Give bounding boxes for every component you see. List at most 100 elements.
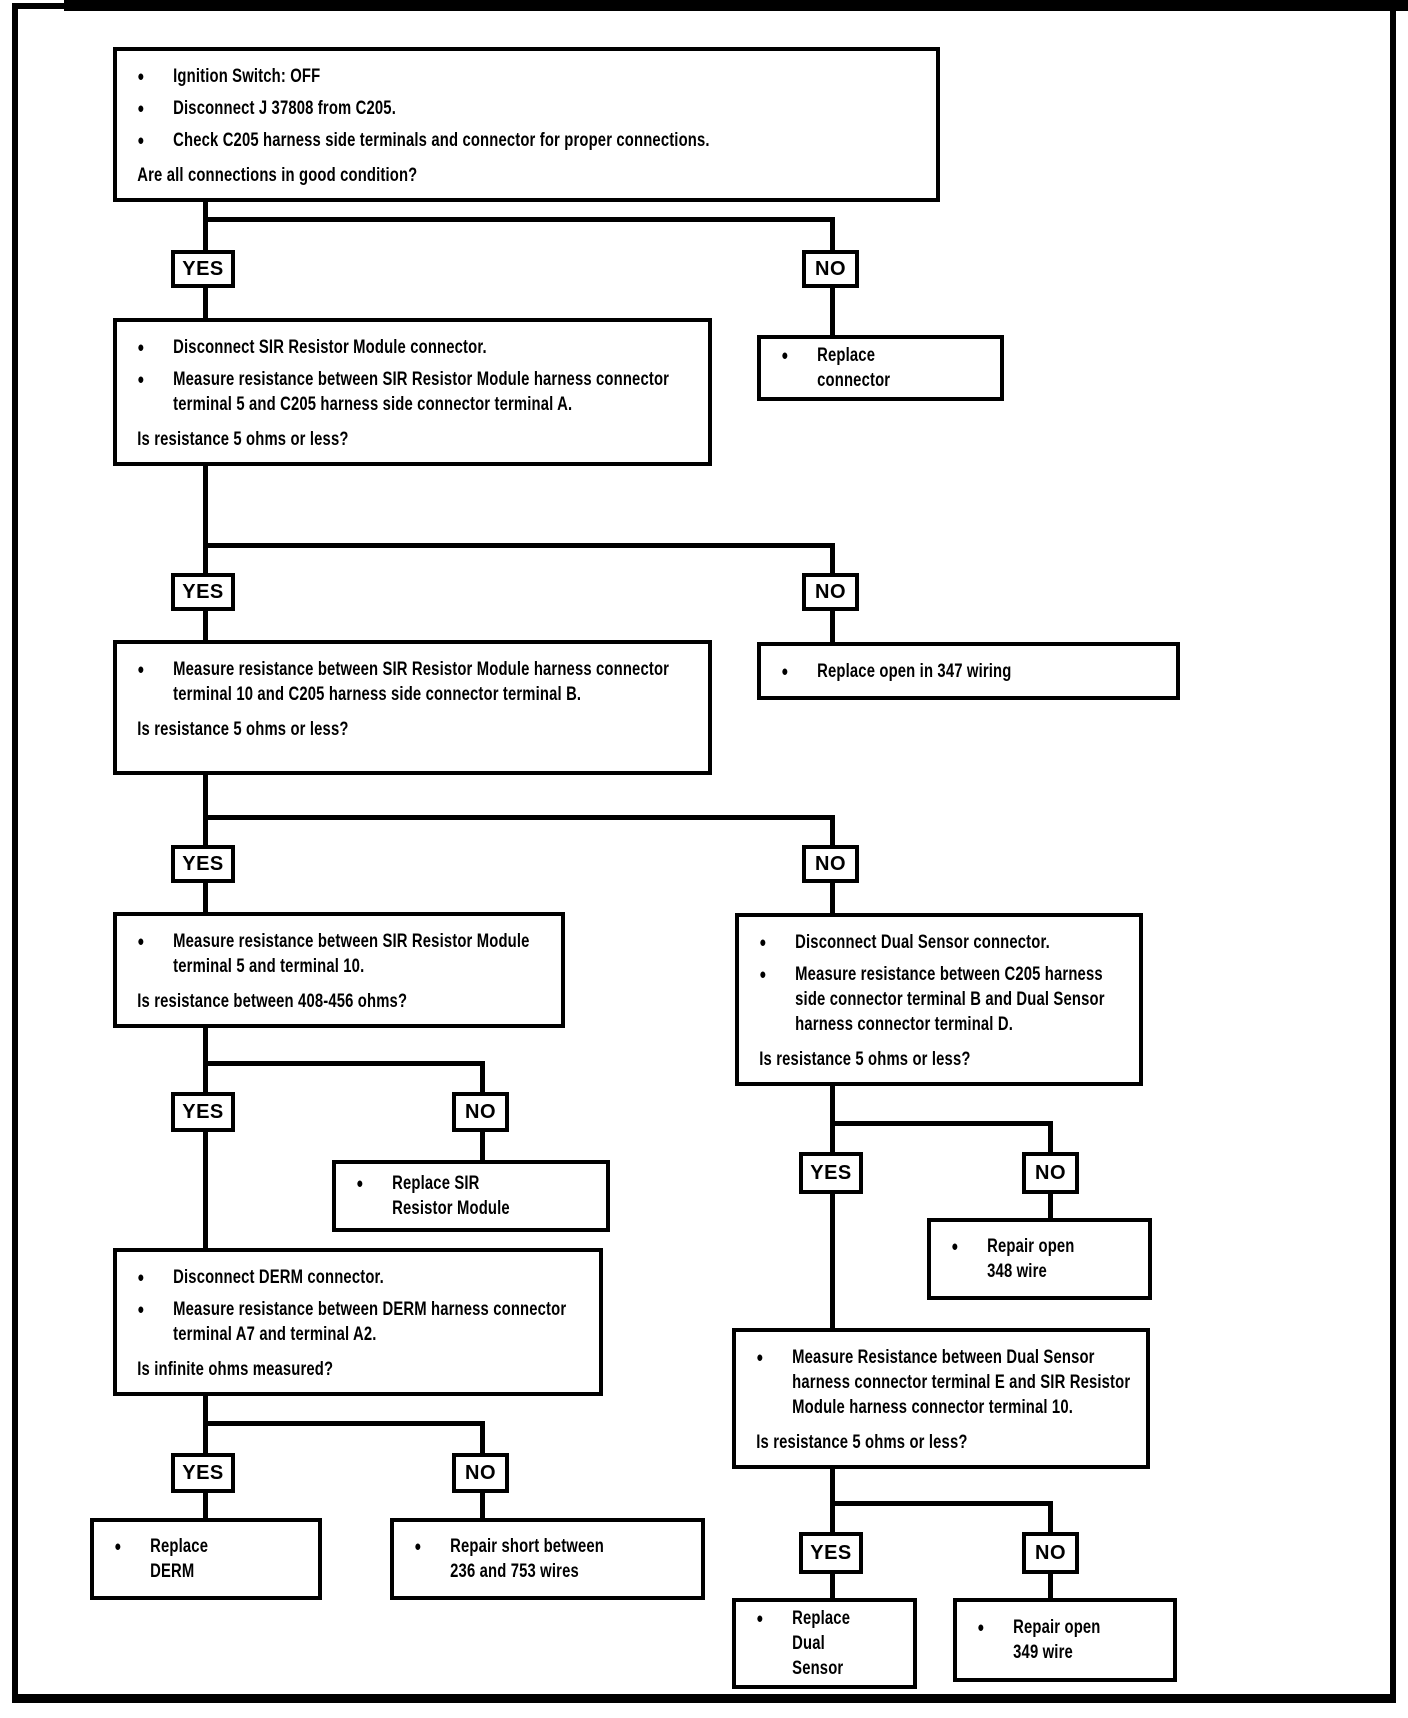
yes-branch-label-4: YES — [171, 1092, 235, 1132]
node-content: ●Repair short between 236 and 753 wires — [394, 1530, 633, 1588]
connector-line — [830, 286, 835, 337]
no-label: NO — [465, 1461, 496, 1484]
bullet-icon: ● — [137, 339, 145, 356]
connector-line — [1048, 1501, 1053, 1535]
node-repair-open-348: ●Repair open 348 wire — [927, 1218, 1152, 1300]
step-line: ●Replace connector — [781, 343, 933, 393]
connector-line — [203, 217, 835, 222]
step-line: ●Replace Dual Sensor — [756, 1606, 860, 1681]
connector-line — [830, 881, 835, 916]
step-line: ●Measure resistance between SIR Resistor… — [137, 657, 694, 707]
yes-branch-label-7: YES — [799, 1532, 863, 1574]
no-branch-label-5: NO — [452, 1453, 509, 1493]
step-line: ●Measure resistance between DERM harness… — [137, 1297, 585, 1347]
step-text: Check C205 harness side terminals and co… — [173, 130, 710, 151]
yes-label: YES — [810, 1541, 852, 1564]
bullet-icon: ● — [781, 347, 789, 364]
step-line: ● Disconnect Dual Sensor connector. — [759, 930, 1125, 955]
connector-line — [480, 1061, 485, 1095]
connector-line — [203, 815, 835, 820]
node-content: ●Repair open 349 wire — [957, 1611, 1125, 1669]
node-content: ●Replace open in 347 wiring — [761, 655, 1085, 688]
no-label: NO — [815, 852, 846, 875]
step-text: Repair open 349 wire — [1013, 1617, 1101, 1663]
node-check-dual-sensor: ●Disconnect Dual Sensor connector. ●Meas… — [735, 913, 1143, 1086]
bullet-icon: ● — [114, 1538, 122, 1555]
node-repair-open-349: ●Repair open 349 wire — [953, 1598, 1177, 1682]
step-line: ● Check C205 harness side terminals and c… — [137, 128, 922, 153]
node-replace-dual-sensor: ●Replace Dual Sensor — [732, 1598, 917, 1689]
bullet-icon: ● — [781, 662, 789, 680]
connector-line — [203, 286, 208, 320]
step-text: Measure resistance between SIR Resistor … — [173, 369, 670, 415]
connector-line — [203, 1390, 208, 1426]
connector-line — [203, 1421, 485, 1426]
node-check-dual-to-module: ●Measure Resistance between Dual Sensor … — [732, 1328, 1150, 1469]
step-text: Measure resistance between SIR Resistor … — [173, 931, 530, 977]
step-text: Disconnect Dual Sensor connector. — [795, 932, 1050, 953]
yes-label: YES — [182, 580, 224, 603]
step-line: ●Repair short between 236 and 753 wires — [414, 1534, 619, 1584]
no-label: NO — [815, 580, 846, 603]
question-text: Is resistance 5 ohms or less? — [137, 719, 349, 740]
connector-line — [203, 815, 208, 848]
connector-line — [203, 543, 835, 548]
node-content: ●Measure resistance between SIR Resistor… — [117, 916, 561, 1024]
bullet-icon: ● — [137, 371, 145, 388]
connector-line — [1048, 1572, 1053, 1601]
step-line: ●Replace DERM — [114, 1534, 254, 1584]
no-label: NO — [465, 1100, 496, 1123]
connector-line — [203, 773, 208, 820]
step-line: ● Disconnect DERM connector. — [137, 1265, 585, 1290]
connector-line — [1048, 1121, 1053, 1155]
node-check-module-resistance: ●Measure resistance between SIR Resistor… — [113, 912, 565, 1028]
bullet-icon: ● — [756, 1610, 764, 1627]
node-check-term10-resistance: ●Measure resistance between SIR Resistor… — [113, 640, 712, 775]
no-branch-label-3: NO — [802, 845, 859, 883]
page-border — [12, 3, 1396, 1703]
bullet-icon: ● — [759, 934, 767, 951]
bullet-icon: ● — [137, 100, 145, 117]
node-replace-derm: ●Replace DERM — [90, 1518, 322, 1600]
node-content: ●Disconnect SIR Resistor Module connecto… — [117, 322, 708, 462]
step-text: Measure resistance between SIR Resistor … — [173, 659, 670, 705]
connector-line — [830, 1572, 835, 1601]
yes-branch-label-1: YES — [171, 250, 235, 288]
step-line: ●Disconnect SIR Resistor Module connecto… — [137, 335, 694, 360]
question-text: Is resistance 5 ohms or less? — [759, 1049, 971, 1070]
node-content: ●Repair open 348 wire — [931, 1230, 1100, 1288]
node-content: ● Disconnect DERM connector. ●Measure res… — [117, 1252, 599, 1392]
node-content: ●Measure resistance between SIR Resistor… — [117, 644, 708, 752]
node-content: ●Disconnect Dual Sensor connector. ●Meas… — [739, 917, 1139, 1082]
node-content: ●Replace SIR Resistor Module — [336, 1167, 547, 1225]
step-line: ●Measure Resistance between Dual Sensor … — [756, 1345, 1132, 1420]
bullet-icon: ● — [951, 1238, 959, 1255]
bullet-icon: ● — [137, 132, 145, 149]
connector-line — [203, 1130, 208, 1250]
question-text: Is resistance 5 ohms or less? — [756, 1432, 968, 1453]
connector-line — [203, 1421, 208, 1456]
connector-line — [830, 1121, 835, 1155]
no-branch-label-1: NO — [802, 250, 859, 288]
step-line: ●Ignition Switch: OFF — [137, 64, 922, 89]
connector-line — [203, 609, 208, 643]
step-text: Disconnect DERM connector. — [173, 1267, 384, 1288]
connector-line — [480, 1130, 485, 1163]
yes-label: YES — [810, 1161, 852, 1184]
yes-label: YES — [182, 1461, 224, 1484]
step-line: ●Replace SIR Resistor Module — [356, 1171, 532, 1221]
node-content: ●Replace DERM — [94, 1530, 269, 1588]
bullet-icon: ● — [137, 1269, 145, 1286]
connector-line — [1048, 1192, 1053, 1221]
step-line: ●Repair open 349 wire — [977, 1615, 1111, 1665]
connector-line — [203, 1491, 208, 1521]
node-content: ●Measure Resistance between Dual Sensor … — [736, 1332, 1146, 1465]
bullet-icon: ● — [356, 1175, 364, 1192]
yes-branch-label-6: YES — [799, 1152, 863, 1194]
no-branch-label-2: NO — [802, 573, 859, 611]
question-text: Is resistance between 408-456 ohms? — [137, 991, 408, 1012]
node-check-term5-resistance: ●Disconnect SIR Resistor Module connecto… — [113, 318, 712, 466]
no-label: NO — [815, 257, 846, 280]
yes-branch-label-3: YES — [171, 845, 235, 883]
